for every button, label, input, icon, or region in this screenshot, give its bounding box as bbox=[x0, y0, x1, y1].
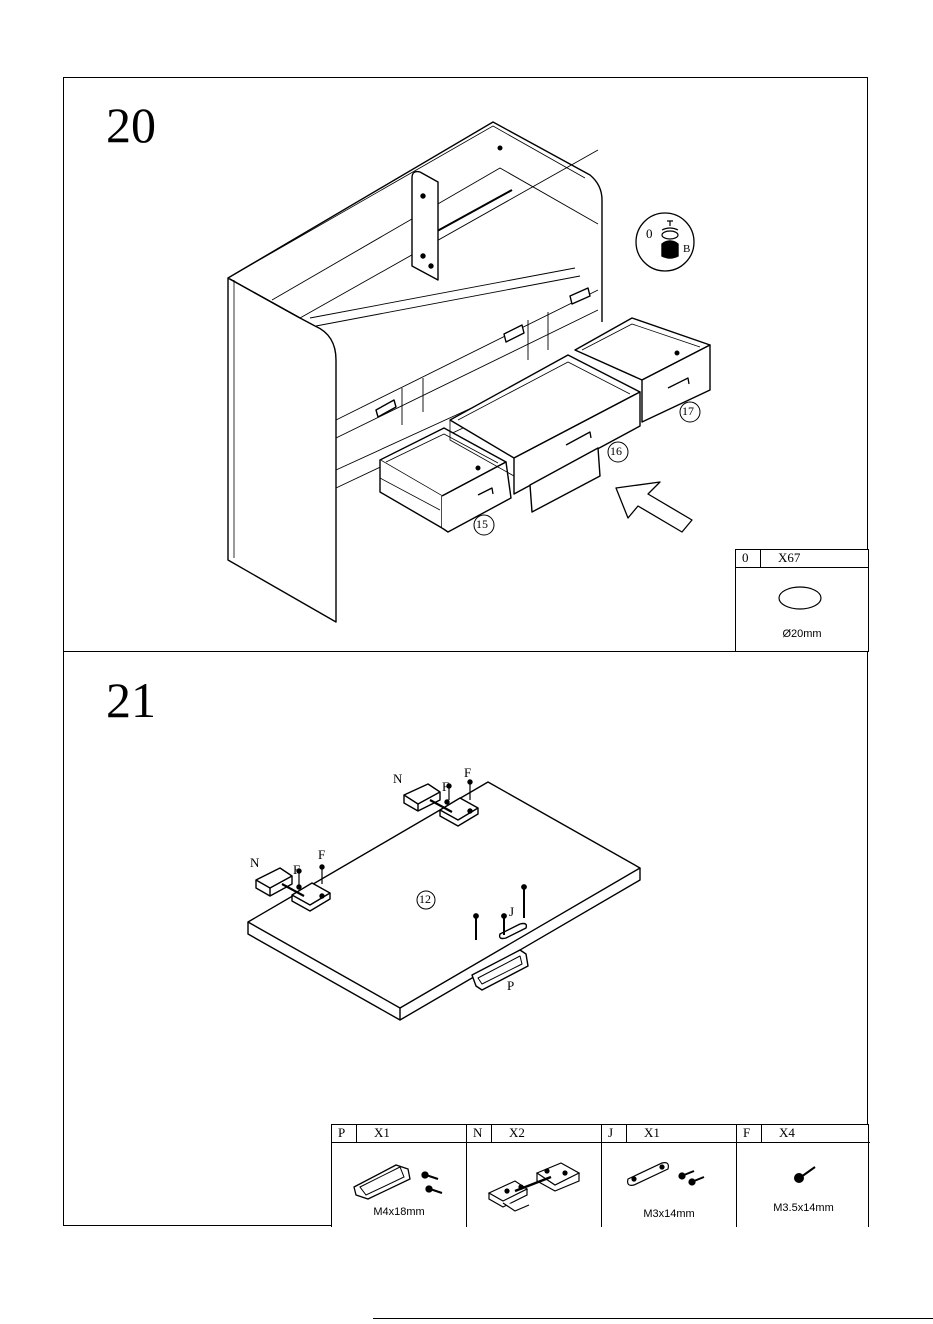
handle-icon bbox=[350, 1153, 450, 1203]
hardware-cell-n: N X2 bbox=[466, 1125, 601, 1227]
label-f-top-a: F bbox=[442, 779, 449, 795]
hardware-qty: X1 bbox=[374, 1125, 390, 1141]
plate-icon bbox=[624, 1159, 714, 1199]
hardware-size: M4x18mm bbox=[332, 1206, 466, 1218]
hardware-size: M3x14mm bbox=[602, 1208, 736, 1220]
label-n-top: N bbox=[393, 771, 402, 787]
hardware-letter: N bbox=[473, 1125, 482, 1141]
screw-icon bbox=[787, 1159, 827, 1189]
hardware-cell-f: F X4 M3.5x14mm bbox=[736, 1125, 870, 1227]
hardware-letter: J bbox=[608, 1125, 613, 1141]
hardware-cell-p: P X1 M4x18mm bbox=[332, 1125, 466, 1227]
hinge-icon bbox=[485, 1153, 595, 1223]
hardware-qty: X1 bbox=[644, 1125, 660, 1141]
footer-rule bbox=[373, 1318, 933, 1319]
hardware-letter: F bbox=[743, 1125, 750, 1141]
hardware-table: P X1 M4x18mm N X2 J bbox=[331, 1124, 869, 1227]
panel-12-label: 12 bbox=[419, 892, 431, 907]
hardware-size: M3.5x14mm bbox=[737, 1202, 870, 1214]
label-f-left-a: F bbox=[293, 862, 300, 878]
hardware-cell-j: J X1 M3x14mm bbox=[601, 1125, 736, 1227]
label-f-top-b: F bbox=[464, 765, 471, 781]
label-f-left-b: F bbox=[318, 847, 325, 863]
label-p: P bbox=[507, 978, 514, 994]
hardware-qty: X4 bbox=[779, 1125, 795, 1141]
label-n-left: N bbox=[250, 855, 259, 871]
hardware-qty: X2 bbox=[509, 1125, 525, 1141]
label-j: J bbox=[509, 904, 514, 920]
hardware-letter: P bbox=[338, 1125, 345, 1141]
